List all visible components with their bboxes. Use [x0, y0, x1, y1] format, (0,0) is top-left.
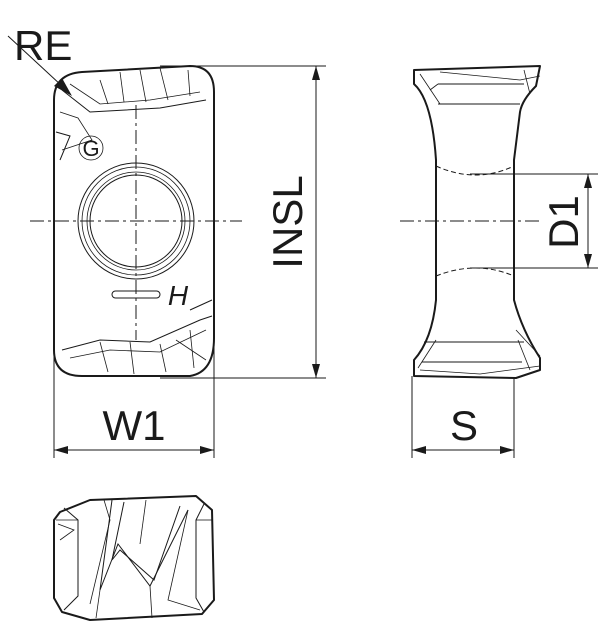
- w1-label: W1: [103, 402, 166, 449]
- hidden-hole-bottom: [435, 267, 515, 277]
- s-dimension: S: [411, 376, 515, 458]
- bottom-view-outline: [53, 495, 215, 621]
- s-label: S: [450, 402, 478, 449]
- insl-dimension: INSL: [160, 65, 326, 379]
- front-view-outline: [53, 65, 215, 377]
- bottom-view: [53, 495, 215, 621]
- chipbreaker-marking: H: [111, 280, 189, 311]
- front-view-top-facets: [55, 67, 207, 161]
- d1-dimension: D1: [470, 173, 598, 269]
- side-view: [400, 65, 541, 379]
- hidden-hole-top: [435, 165, 515, 176]
- w1-dimension: W1: [53, 320, 215, 458]
- d1-label: D1: [540, 195, 587, 249]
- side-view-outline: [413, 65, 541, 379]
- grade-marking: G: [78, 135, 104, 161]
- front-view: G H: [30, 65, 242, 377]
- front-view-bottom-facets: [61, 299, 213, 375]
- re-dimension: RE: [7, 22, 72, 96]
- side-view-facets: [417, 69, 541, 375]
- bottom-view-facets: [56, 499, 212, 619]
- chipbreaker-letter: H: [168, 280, 189, 311]
- grade-letter: G: [82, 136, 99, 161]
- re-label: RE: [14, 22, 72, 69]
- insl-label: INSL: [264, 175, 311, 268]
